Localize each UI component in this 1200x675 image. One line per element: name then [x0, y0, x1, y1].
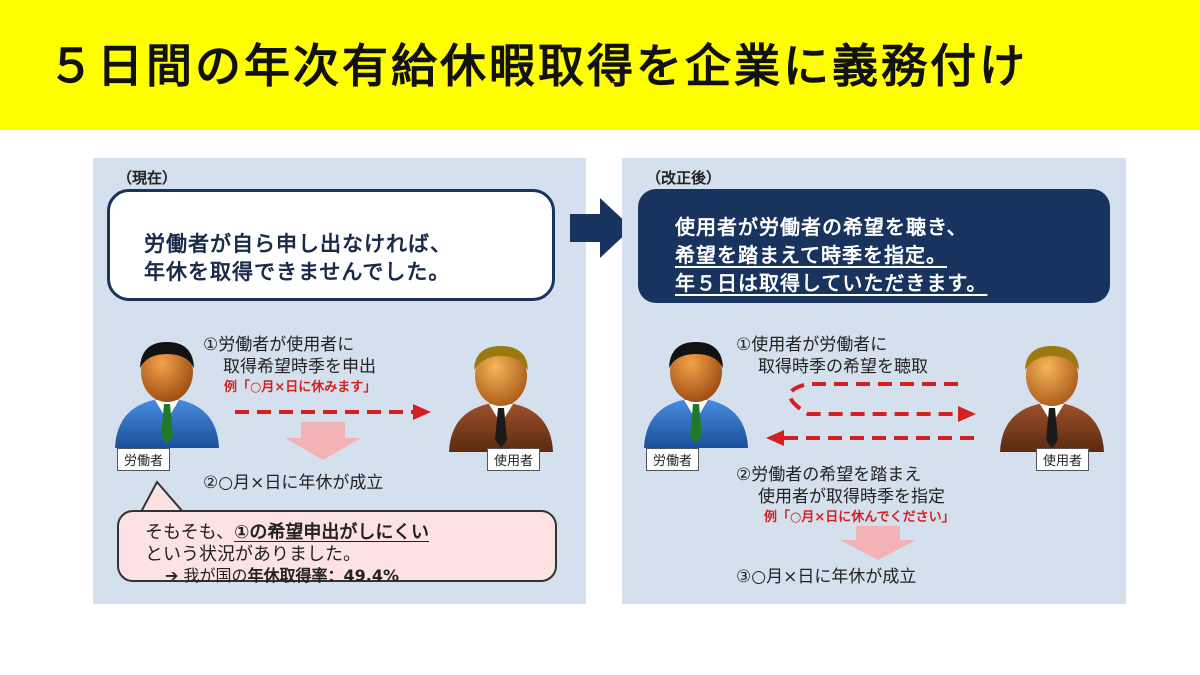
current-statement-line2: 年休を取得できませんでした。 [144, 260, 451, 284]
current-label: （現在） [117, 169, 178, 187]
revised-step2-line1: ②労働者の希望を踏まえ [736, 465, 922, 485]
callout-pointer [140, 480, 184, 513]
current-example: 例「○月×日に休みます」 [224, 380, 377, 395]
employer-tag: 使用者 [487, 448, 541, 471]
revised-statement-line1: 使用者が労働者の希望を聴き、 [675, 215, 968, 239]
current-problem-callout: そもそも、①の希望申出がしにくい という状況がありました。 ➔ 我が国の年休取得… [117, 510, 557, 585]
worker-person-icon [107, 340, 227, 454]
revised-example: 例「○月×日に休んでください」 [764, 510, 955, 525]
employer-person-icon [992, 344, 1112, 458]
worker-tag: 労働者 [117, 448, 171, 471]
current-statement-line1: 労働者が自ら申し出なければ、 [144, 232, 452, 256]
worker-tag: 労働者 [646, 448, 700, 471]
current-step1-line2: 取得希望時季を申出 [223, 357, 376, 377]
result-down-arrow [840, 526, 916, 560]
revised-step1-line1: ①使用者が労働者に [736, 335, 888, 355]
current-statement-box: 労働者が自ら申し出なければ、 年休を取得できませんでした。 [107, 189, 555, 301]
designation-dashed-arrow [766, 430, 974, 446]
title-banner: ５日間の年次有給休暇取得を企業に義務付け [0, 0, 1200, 130]
revised-label: （改正後） [646, 169, 722, 187]
hearing-dashed-arrow [788, 382, 976, 422]
request-dashed-arrow [235, 404, 431, 420]
employer-tag: 使用者 [1036, 448, 1090, 471]
employer-person-icon [441, 344, 561, 458]
callout-emphasis: ①の希望申出がしにくい [234, 522, 429, 543]
revised-step1-line2: 取得時季の希望を聴取 [758, 357, 928, 377]
page-title: ５日間の年次有給休暇取得を企業に義務付け [48, 39, 1028, 93]
revised-statement-line3: 年５日は取得していただきます。 [675, 271, 988, 295]
current-step1-line1: ①労働者が使用者に [203, 335, 355, 355]
result-down-arrow [285, 422, 361, 460]
current-panel: （現在） 労働者が自ら申し出なければ、 年休を取得できませんでした。 ①労働者が… [93, 158, 586, 604]
current-step2: ②○月×日に年休が成立 [203, 473, 384, 493]
callout-arrow-icon: ➔ [165, 566, 179, 585]
revised-step2-line2: 使用者が取得時季を指定 [758, 487, 945, 507]
callout-rate-prefix: 我が国の [183, 566, 248, 585]
revised-statement-line2: 希望を踏まえて時季を指定。 [675, 243, 947, 267]
callout-prefix: そもそも、 [145, 522, 235, 543]
transition-arrow-icon [570, 198, 632, 258]
callout-rate: 年休取得率：49.4% [247, 566, 400, 585]
revised-panel: （改正後） 使用者が労働者の希望を聴き、 希望を踏まえて時季を指定。 年５日は取… [622, 158, 1126, 604]
worker-person-icon [636, 340, 756, 454]
callout-line2: という状況がありました。 [145, 544, 361, 565]
revised-step3: ③○月×日に年休が成立 [736, 567, 917, 587]
revised-statement-box: 使用者が労働者の希望を聴き、 希望を踏まえて時季を指定。 年５日は取得していただ… [638, 189, 1110, 303]
